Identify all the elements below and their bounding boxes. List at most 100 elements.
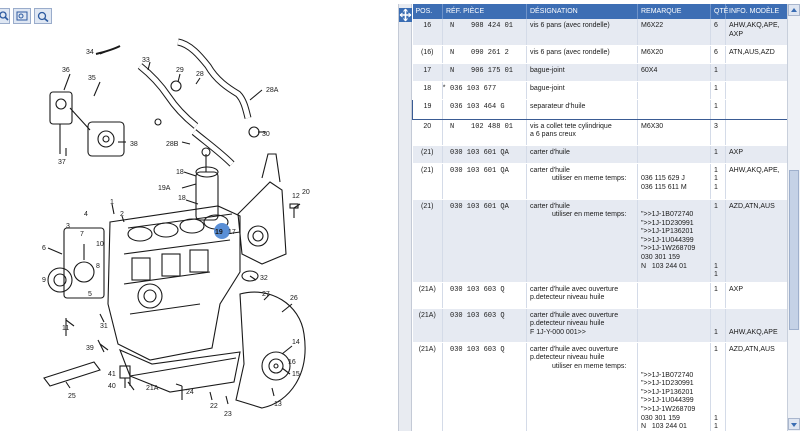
callout-23[interactable]: 23 — [224, 411, 232, 418]
callout-24[interactable]: 24 — [186, 389, 194, 396]
cell-designation-text: separateur d'huile — [530, 102, 586, 110]
cell-info: AHW,AKQ,APE, AXP — [725, 19, 787, 46]
cell-info — [725, 63, 787, 82]
callout-17[interactable]: 17 — [228, 229, 236, 236]
cell-info-text: AHW,AKQ,APE, — [729, 166, 780, 174]
callout-28a[interactable]: 28A — [266, 87, 279, 94]
scroll-thumb[interactable] — [789, 170, 799, 330]
callout-29[interactable]: 29 — [176, 67, 184, 74]
callout-8[interactable]: 8 — [96, 263, 100, 270]
cell-qte-text: 6 — [714, 48, 718, 56]
cell-pos: 16 — [412, 19, 443, 46]
callout-6[interactable]: 6 — [42, 245, 46, 252]
cell-ref-text: 030 103 603 Q — [450, 311, 505, 320]
callout-3[interactable]: 3 — [66, 223, 70, 230]
col-desig-header[interactable]: DÉSIGNATION — [526, 4, 638, 19]
scroll-up-button[interactable] — [788, 4, 800, 16]
callout-4[interactable]: 4 — [84, 211, 88, 218]
callout-16[interactable]: 16 — [288, 359, 296, 366]
cell-qte: 1 1 1 — [710, 163, 726, 200]
callout-27[interactable]: 27 — [262, 291, 270, 298]
pane-splitter[interactable] — [398, 4, 412, 431]
toggle-pane-button[interactable] — [399, 8, 412, 22]
col-info-header[interactable]: INFO. MODÈLE — [725, 4, 787, 19]
col-remarque-header[interactable]: REMARQUE — [637, 4, 711, 19]
callout-18a[interactable]: 18 — [176, 169, 184, 176]
cell-qte-text: 1 — [714, 285, 718, 293]
callout-26[interactable]: 26 — [290, 295, 298, 302]
cell-pos: (21A) — [412, 342, 443, 431]
callout-7[interactable]: 7 — [80, 231, 84, 238]
callout-10[interactable]: 10 — [96, 241, 104, 248]
cell-remarque-text: ">>1J-1B072740 ">>1J-1D230991 ">>1J-1P13… — [641, 211, 696, 270]
cell-designation-text: carter d'huile — [530, 202, 570, 210]
cell-designation-text: carter d'huile avec ouverture p.detecteu… — [530, 285, 619, 302]
callout-19a[interactable]: 19A — [158, 185, 171, 192]
zoom-out-button[interactable] — [0, 8, 10, 24]
cell-qte: 6 — [710, 19, 726, 46]
callout-28[interactable]: 28 — [196, 71, 204, 78]
table-scrollbar[interactable] — [787, 4, 800, 431]
callout-37[interactable]: 37 — [58, 159, 66, 166]
col-pos-header[interactable]: POS. — [412, 4, 443, 19]
callout-22[interactable]: 22 — [210, 403, 218, 410]
callout-25[interactable]: 25 — [68, 393, 76, 400]
col-qte-header[interactable]: QTÉ — [710, 4, 728, 19]
cell-info-text: AZD,ATN,AUS — [729, 202, 775, 210]
cell-ref: N 102 488 01 — [442, 119, 527, 146]
callout-20[interactable]: 20 — [302, 189, 310, 196]
callout-36[interactable]: 36 — [62, 67, 70, 74]
callout-14[interactable]: 14 — [292, 339, 300, 346]
callout-12[interactable]: 12 — [292, 193, 300, 200]
zoom-fit-button[interactable] — [13, 8, 31, 24]
callout-28b[interactable]: 28B — [166, 141, 179, 148]
callout-35[interactable]: 35 — [88, 75, 96, 82]
callout-19[interactable]: 19 — [215, 229, 223, 236]
exploded-diagram[interactable]: 34 33 29 28 36 35 28A 30 38 37 28B 18 19… — [0, 4, 398, 431]
callout-1[interactable]: 1 — [110, 199, 114, 206]
zoom-in-button[interactable] — [34, 8, 52, 24]
callout-15[interactable]: 15 — [292, 371, 300, 378]
cell-remarque: ">>1J-1B072740 ">>1J-1D230991 ">>1J-1P13… — [637, 199, 711, 283]
callout-30[interactable]: 30 — [262, 131, 270, 138]
cell-designation: vis 6 pans (avec rondelle) — [526, 45, 638, 64]
callout-39[interactable]: 39 — [86, 345, 94, 352]
scroll-down-button[interactable] — [788, 418, 800, 430]
callout-9[interactable]: 9 — [42, 277, 46, 284]
highlighted-callout[interactable] — [214, 223, 230, 239]
callout-31[interactable]: 31 — [100, 323, 108, 330]
callout-33[interactable]: 33 — [142, 57, 150, 64]
callout-2[interactable]: 2 — [120, 211, 124, 218]
callout-38[interactable]: 38 — [130, 141, 138, 148]
callout-13[interactable]: 13 — [274, 401, 282, 408]
cell-info: AZD,ATN,AUS — [725, 342, 787, 431]
callout-34[interactable]: 34 — [86, 49, 94, 56]
callout-18b[interactable]: 18 — [178, 195, 186, 202]
cell-pos: (16) — [412, 45, 443, 64]
cell-ref-text: N 908 424 01 — [450, 22, 514, 30]
col-ref-header[interactable]: RÉF. PIÈCE — [442, 4, 527, 19]
cell-remarque-text: ">>1J-1B072740 ">>1J-1D230991 ">>1J-1P13… — [641, 371, 696, 431]
callout-11[interactable]: 11 — [62, 325, 69, 332]
callout-32[interactable]: 32 — [260, 275, 268, 282]
cell-designation: separateur d'huile — [526, 98, 638, 120]
cell-pos: (21A) — [412, 308, 443, 343]
callout-5[interactable]: 5 — [88, 291, 92, 298]
callout-41[interactable]: 41 — [108, 371, 116, 378]
diagram-pane[interactable]: 34 33 29 28 36 35 28A 30 38 37 28B 18 19… — [0, 4, 398, 431]
cell-qte-text: 1 1 1 — [714, 166, 718, 191]
callout-21a[interactable]: 21A — [146, 385, 159, 392]
callout-40[interactable]: 40 — [108, 383, 116, 390]
